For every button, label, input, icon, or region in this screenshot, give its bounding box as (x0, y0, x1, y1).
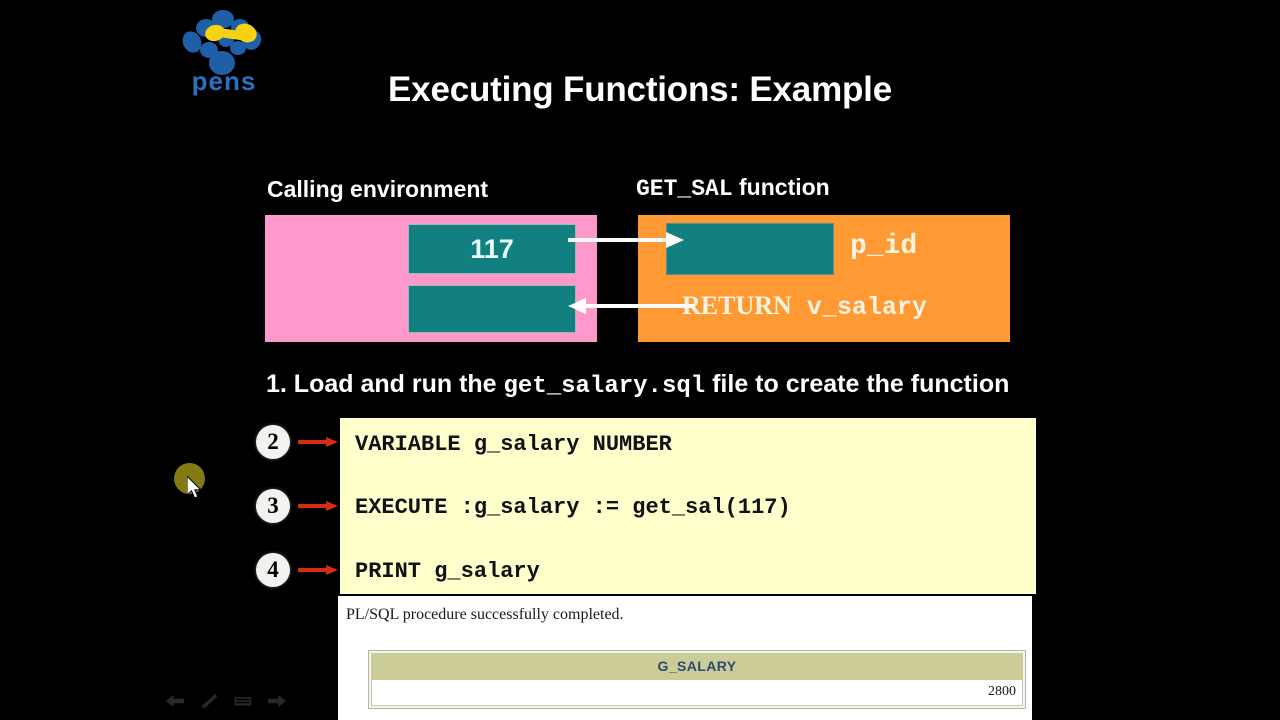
input-value-slot: 117 (408, 224, 576, 274)
get-sal-name: GET_SAL (636, 176, 733, 202)
mouse-cursor (187, 476, 202, 499)
step-1-suffix: file to create the function (705, 370, 1010, 398)
arrow-right-red-icon (298, 437, 338, 447)
code-line: PRINT g_salary (355, 559, 540, 584)
pens-logo-graphic: pens (182, 10, 262, 96)
return-value-slot (408, 285, 576, 333)
page-title: Executing Functions: Example (388, 70, 892, 109)
get-sal-function-box: p_id RETURN v_salary (638, 215, 1010, 342)
return-spacer (792, 293, 807, 322)
step-1-prefix: 1. Load and run the (266, 370, 504, 398)
code-line: VARIABLE g_salary NUMBER (355, 432, 672, 457)
arrow-left-white-icon (568, 298, 694, 314)
step-number-badge: 2 (256, 425, 290, 459)
previous-slide-icon[interactable] (166, 691, 184, 711)
calling-environment-label: Calling environment (267, 176, 489, 202)
arrow-right-red-icon (298, 565, 338, 575)
step-number-badge: 3 (256, 489, 290, 523)
return-statement-label: RETURN v_salary (682, 291, 927, 322)
get-sal-suffix: function (732, 174, 830, 200)
step-1-instruction: 1. Load and run the get_salary.sql file … (266, 370, 1009, 400)
output-status-message: PL/SQL procedure successfully completed. (346, 606, 624, 623)
sql-code-block: VARIABLE g_salary NUMBER EXECUTE :g_sala… (340, 418, 1036, 594)
step-number-badge: 4 (256, 553, 290, 587)
slide-nav-bar (166, 688, 286, 714)
parameter-slot (666, 223, 834, 275)
return-variable: v_salary (806, 293, 927, 322)
sqlplus-output-panel: PL/SQL procedure successfully completed.… (338, 596, 1032, 720)
result-value-cell: 2800 (371, 680, 1023, 706)
parameter-name-label: p_id (850, 231, 918, 262)
pen-tool-icon[interactable] (200, 691, 218, 711)
arrow-right-red-icon (298, 501, 338, 511)
step-1-filename: get_salary.sql (503, 373, 706, 400)
get-sal-function-label: GET_SAL function (636, 174, 830, 202)
code-line: EXECUTE :g_salary := get_sal(117) (355, 495, 791, 520)
arrow-right-white-icon (568, 232, 684, 248)
slide-overview-icon[interactable] (234, 691, 252, 711)
pens-logo: pens (176, 6, 272, 98)
calling-environment-box: 117 (265, 215, 597, 342)
return-keyword: RETURN (682, 291, 792, 320)
logo-wordmark: pens (192, 66, 257, 96)
next-slide-icon[interactable] (268, 691, 286, 711)
result-column-header: G_SALARY (371, 653, 1023, 680)
result-table: G_SALARY 2800 (368, 650, 1026, 709)
